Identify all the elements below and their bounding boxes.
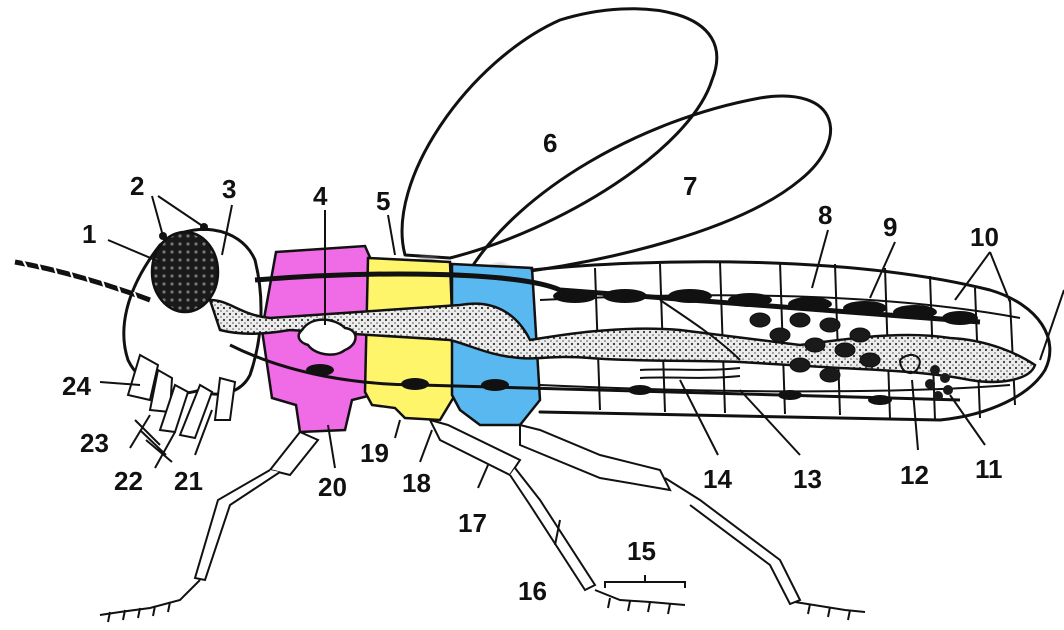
label-18: 18 [402,468,431,498]
label-19: 19 [360,438,389,468]
label-16: 16 [518,576,547,606]
label-21: 21 [174,466,203,496]
label-23: 23 [80,428,109,458]
label-7: 7 [683,171,697,201]
compound-eye [152,232,218,312]
label-1: 1 [82,219,96,249]
foreleg [100,432,318,622]
hindleg [520,425,865,620]
label-15: 15 [627,536,656,566]
label-14: 14 [703,464,732,494]
label-13: 13 [793,464,822,494]
label-20: 20 [318,472,347,502]
label-24: 24 [62,371,91,401]
label-11: 11 [975,454,1003,484]
label-9: 9 [883,212,897,242]
hindwing [470,96,831,275]
forewing [402,9,717,258]
label-5: 5 [376,186,390,216]
label-10: 10 [970,222,999,252]
label-12: 12 [900,460,929,490]
label-22: 22 [114,466,143,496]
label-3: 3 [222,174,236,204]
label-8: 8 [818,200,832,230]
tarsus-bracket [605,575,685,588]
mouthparts [128,355,235,462]
label-6: 6 [543,128,557,158]
label-17: 17 [458,508,487,538]
label-4: 4 [313,181,328,211]
label-2: 2 [130,171,144,201]
